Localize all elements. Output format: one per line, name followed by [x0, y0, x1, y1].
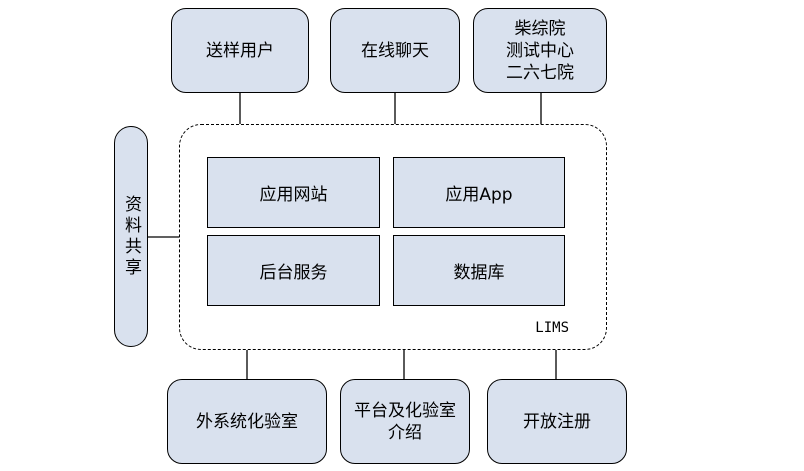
node-open-registration: 开放注册	[487, 379, 627, 464]
node-test-center: 柴综院 测试中心 二六七院	[473, 8, 607, 93]
module-database: 数据库	[393, 235, 565, 306]
node-data-sharing: 资料共享	[114, 126, 148, 347]
node-sample-users: 送样用户	[171, 8, 309, 93]
lims-system-boundary: LIMS	[179, 124, 607, 350]
node-platform-intro: 平台及化验室 介绍	[340, 379, 470, 464]
node-online-chat: 在线聊天	[330, 8, 460, 93]
module-web-app: 应用网站	[207, 157, 380, 228]
module-backend-service: 后台服务	[207, 235, 380, 306]
module-mobile-app: 应用App	[393, 157, 565, 228]
node-external-labs: 外系统化验室	[167, 379, 327, 464]
lims-label: LIMS	[535, 320, 569, 336]
